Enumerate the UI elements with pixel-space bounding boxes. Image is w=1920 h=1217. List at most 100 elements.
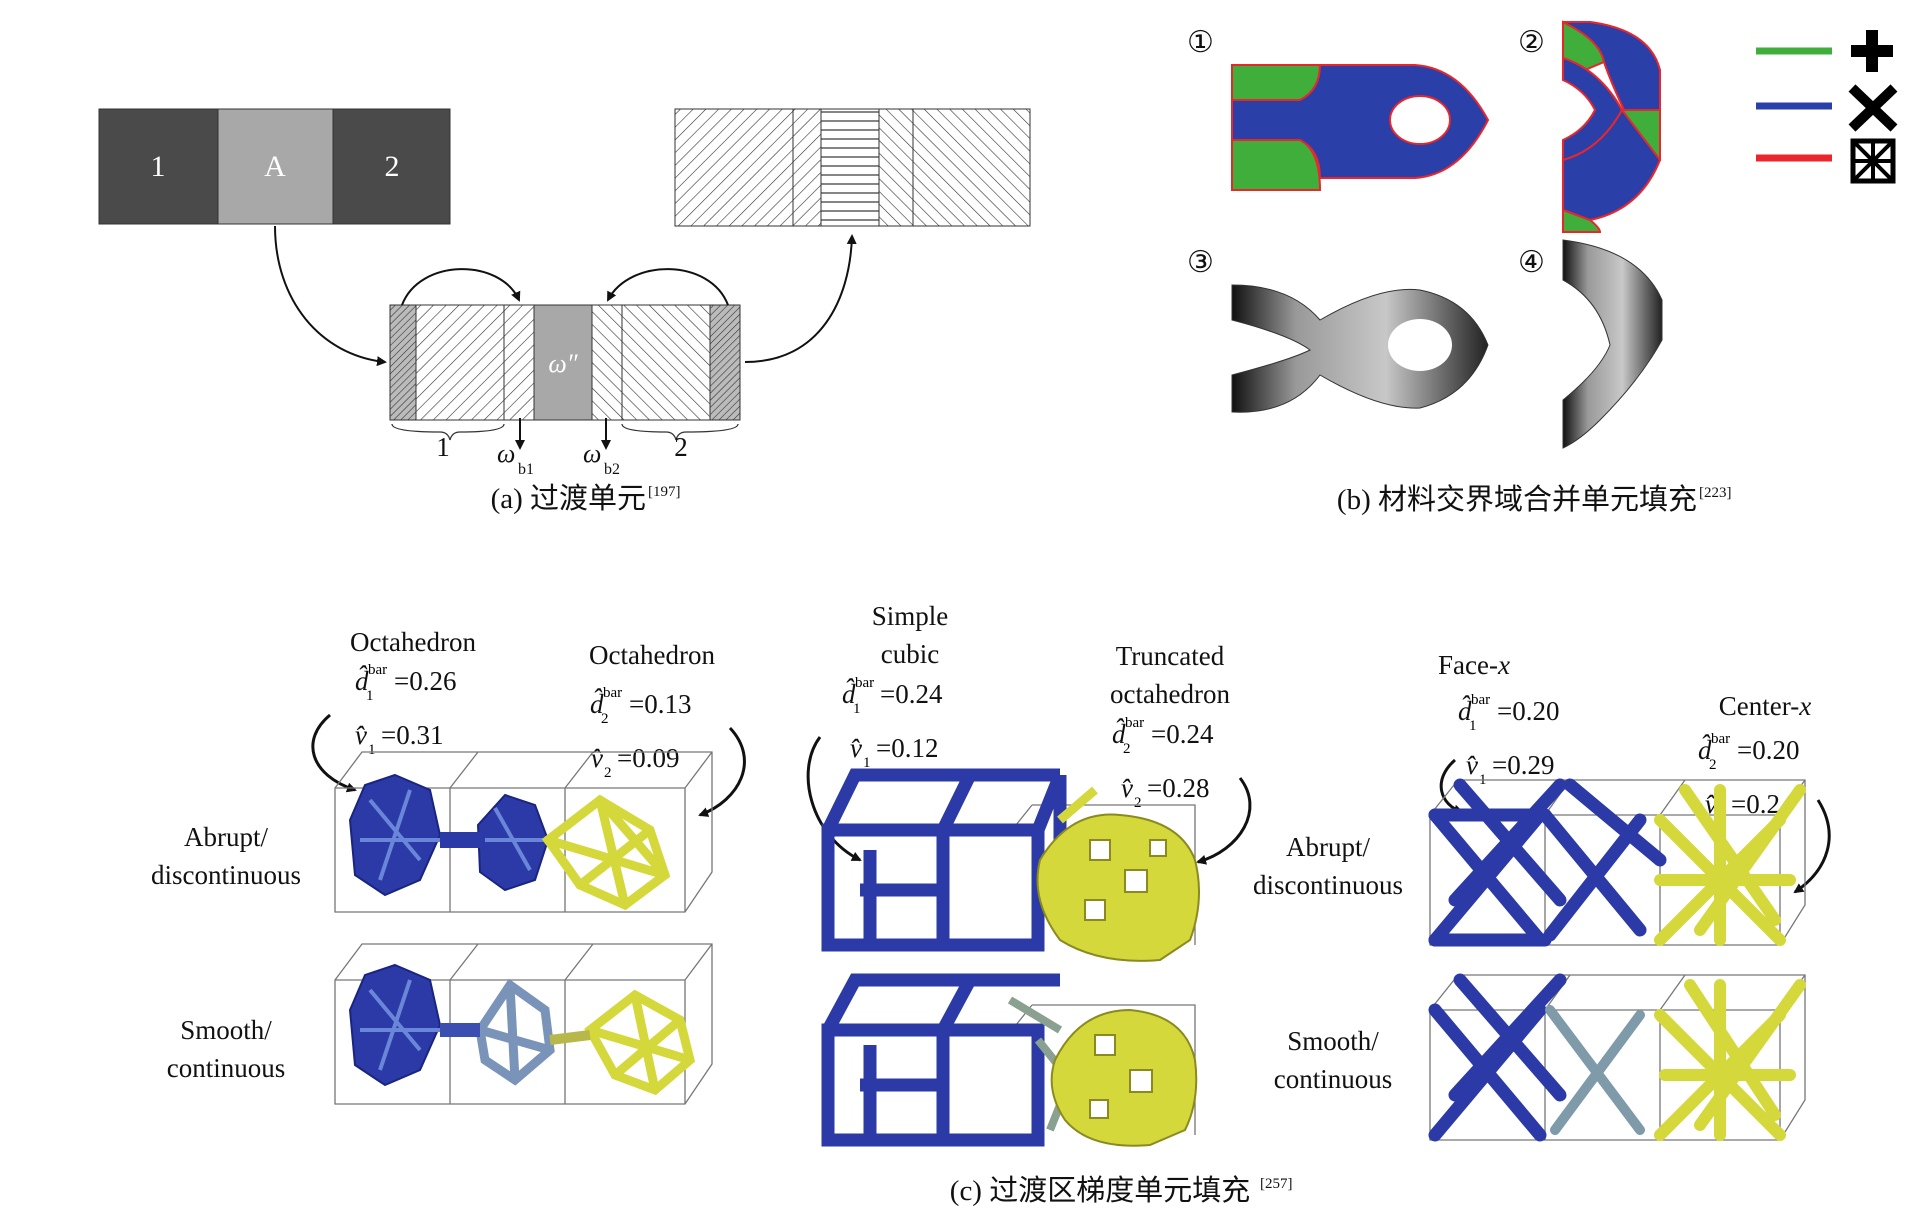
shape-1-colored: [1231, 64, 1490, 191]
row-label-smooth-1a: Smooth/: [180, 1015, 272, 1045]
panel-b: ① ② ③ ④: [1187, 20, 1898, 516]
cross-icon: [1848, 84, 1898, 132]
g3-abrupt-lattice: [1428, 778, 1806, 947]
row-label-smooth-1b: continuous: [167, 1053, 286, 1083]
row-label-smooth-2b: continuous: [1274, 1064, 1393, 1094]
panel-c: Abrupt/ discontinuous Smooth/ continuous…: [151, 601, 1831, 1207]
block-1-label: 1: [151, 150, 166, 183]
row-label-abrupt-1a: Abrupt/: [184, 822, 268, 852]
arrow-bar-to-result: [744, 234, 857, 363]
omega-b1-symbol: ω: [497, 439, 515, 468]
arrow-block-to-bar: [274, 225, 387, 367]
g2-right-d-val: =0.24: [1151, 719, 1214, 749]
g1-right-d-sub: 2: [601, 711, 609, 727]
g3-left-d-val: =0.20: [1497, 696, 1559, 726]
g3-left-v-val: =0.29: [1492, 750, 1554, 780]
g3-right-d-val: =0.20: [1737, 735, 1799, 765]
g1-right-arrow: [698, 726, 746, 817]
omega-b2-symbol: ω: [583, 439, 601, 468]
g2-right-d-sup: bar: [1125, 715, 1144, 731]
shape-4-gray: [1562, 239, 1663, 449]
panel-a-caption: (a) 过渡单元: [491, 482, 646, 515]
g3-right-arrow: [1793, 799, 1831, 894]
bar-label-1: 1: [436, 432, 450, 462]
g2-left-arrow: [806, 736, 862, 862]
shape-2-colored: [1562, 20, 1662, 233]
g3-left-d-sym: d̂: [1458, 696, 1472, 726]
g2-smooth-lattice: [821, 973, 1198, 1147]
boxed-cross-icon: [1850, 138, 1896, 184]
transition-unit-bar: ω″: [389, 304, 741, 421]
row-label-abrupt-2a: Abrupt/: [1286, 832, 1370, 862]
g3-left-name: Face-x: [1438, 650, 1510, 680]
g1-left-name: Octahedron: [350, 627, 476, 657]
g1-right-name: Octahedron: [589, 640, 715, 670]
g2-right-v-sym: v̂: [1121, 773, 1133, 803]
g3-smooth-lattice: [1428, 973, 1806, 1142]
g2-left-v-val: =0.12: [876, 733, 938, 763]
panel-c-caption-ref: [257]: [1260, 1176, 1293, 1192]
g2-left-d-sym: d̂: [842, 679, 856, 709]
brace-1: [391, 423, 505, 441]
g2-left-name-1: Simple: [872, 601, 949, 631]
g1-left-v-val: =0.31: [381, 720, 443, 750]
g2-left-d-val: =0.24: [880, 679, 943, 709]
g2-right-d-sub: 2: [1123, 741, 1131, 757]
hatched-result-bar: [674, 108, 1031, 227]
g3-right-name: Center-x: [1719, 691, 1811, 721]
omega-double-prime-label: ω″: [548, 349, 578, 378]
row-label-smooth-2a: Smooth/: [1287, 1026, 1379, 1056]
g1-smooth-lattice: [334, 943, 713, 1105]
brace-2: [621, 423, 739, 441]
plus-icon: [1851, 30, 1893, 72]
panel-b-legend: [1756, 30, 1898, 184]
g1-right-v-val: =0.09: [617, 743, 679, 773]
marker-1: ①: [1187, 26, 1214, 59]
g1-left-v-sub: 1: [368, 742, 376, 758]
g1-right-v-sym: v̂: [591, 743, 603, 773]
g3-left-d-sup: bar: [1471, 692, 1490, 708]
block-2-label: 2: [385, 150, 400, 183]
g3-right-d-sup: bar: [1711, 731, 1730, 747]
block-a-label: A: [264, 150, 286, 183]
marker-2: ②: [1518, 26, 1545, 59]
g1-right-d-val: =0.13: [629, 689, 691, 719]
g2-left-d-sub: 1: [853, 701, 861, 717]
g2-right-d-sym: d̂: [1112, 719, 1126, 749]
g3-right-d-sub: 2: [1709, 757, 1717, 773]
g1-left-d-val: =0.26: [394, 666, 456, 696]
g2-left-d-sup: bar: [855, 675, 874, 691]
g2-left-v-sym: v̂: [850, 733, 862, 763]
arrow-left-swap: [401, 268, 521, 306]
g2-right-v-sub: 2: [1134, 795, 1142, 811]
g1-right-d-sym: d̂: [590, 689, 604, 719]
g2-abrupt-lattice: [821, 768, 1200, 962]
g1-abrupt-lattice: [334, 751, 713, 913]
row-label-abrupt-2b: discontinuous: [1253, 870, 1403, 900]
g2-right-v-val: =0.28: [1147, 773, 1209, 803]
panel-a: 1 A 2 ω″ 1 2: [98, 108, 1031, 515]
g1-left-v-sym: v̂: [355, 720, 367, 750]
g2-right-name-2: octahedron: [1110, 679, 1230, 709]
block-a: [217, 108, 334, 225]
g3-left-v-sym: v̂: [1466, 750, 1478, 780]
block-1: [98, 108, 219, 225]
g1-left-d-sup: bar: [368, 662, 387, 678]
g1-right-d-sup: bar: [603, 685, 622, 701]
panel-a-caption-ref: [197]: [648, 484, 681, 500]
omega-b1-subscript: b1: [518, 461, 534, 478]
block-2: [332, 108, 451, 225]
g2-left-v-sub: 1: [863, 755, 871, 771]
marker-4: ④: [1518, 246, 1545, 279]
g1-right-v-sub: 2: [604, 765, 612, 781]
shape-3-gray: [1231, 284, 1489, 413]
panel-b-caption-ref: [223]: [1699, 485, 1732, 501]
g3-left-d-sub: 1: [1469, 718, 1477, 734]
g1-left-arrow: [311, 713, 357, 793]
row-label-abrupt-1b: discontinuous: [151, 860, 301, 890]
bar-label-2: 2: [674, 432, 688, 462]
g2-right-arrow: [1196, 777, 1252, 865]
marker-3: ③: [1187, 246, 1214, 279]
g2-right-name-1: Truncated: [1116, 641, 1225, 671]
